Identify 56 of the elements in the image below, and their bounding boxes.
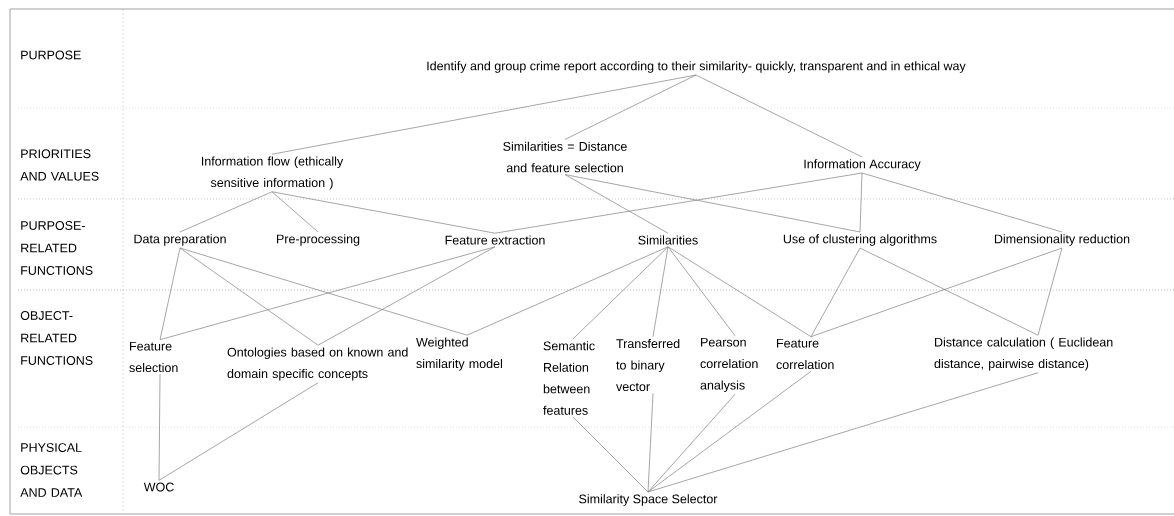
connector-line — [317, 246, 496, 346]
connector-line — [466, 246, 669, 336]
connector-line — [271, 191, 496, 234]
connector-line — [667, 246, 736, 337]
node-text: Weighted similarity model — [416, 337, 502, 371]
node-text: Distance calculation ( Euclidean distance, pairwise distance) — [934, 337, 1113, 371]
connector-line — [179, 247, 319, 346]
node-text: Pearson correlation analysis — [700, 337, 758, 393]
node-text: Information flow (ethically sensitive information ) — [201, 156, 344, 190]
row-label: PHYSICAL OBJECTS AND DATA — [20, 443, 83, 497]
node-text: Dimensionality reduction — [994, 234, 1130, 246]
connector-line — [810, 247, 1063, 338]
node-text: Feature selection — [129, 341, 178, 373]
connector-line — [572, 416, 649, 493]
connector-line — [159, 247, 181, 341]
row-label: OBJECT-RELATED FUNCTIONS — [20, 311, 93, 365]
node-text: Pre-processing — [277, 234, 360, 246]
connector-line — [158, 373, 161, 481]
connector-line — [859, 172, 863, 233]
connector-line — [179, 247, 468, 336]
connector-line — [271, 74, 697, 155]
connector-line — [158, 382, 319, 481]
connector-line — [667, 246, 812, 338]
node-text: Semantic Relation between features — [543, 341, 595, 415]
node-text: Similarities = Distance and feature selection — [503, 141, 627, 173]
connector-line — [271, 191, 319, 233]
row-label: PRIORITIES AND VALUES — [20, 149, 99, 181]
connector-line — [859, 247, 1039, 336]
connector-line — [861, 172, 1063, 233]
connector-line — [810, 247, 861, 338]
connector-line — [1037, 247, 1063, 336]
node-text: Similarities — [638, 235, 698, 245]
node-text: Feature correlation — [776, 338, 834, 370]
connector-line — [647, 393, 736, 493]
connector-line — [179, 191, 273, 233]
node-text: Similarity Space Selector — [579, 494, 718, 506]
connector-line — [647, 392, 654, 493]
connector-line — [647, 372, 1039, 493]
connector-line — [564, 174, 861, 233]
row-label: PURPOSE — [21, 50, 81, 60]
connector-line — [695, 74, 863, 158]
connector-line — [647, 370, 812, 493]
connector-line — [652, 246, 669, 338]
row-label: PURPOSE-RELATED FUNCTIONS — [21, 221, 93, 275]
connector-line — [564, 74, 697, 140]
connector-line — [564, 174, 669, 234]
node-text: Information Accuracy — [804, 159, 921, 171]
connector-line — [572, 246, 669, 340]
node-text: Feature extraction — [445, 235, 545, 245]
node-text: Data preparation — [134, 234, 226, 246]
connector-line — [494, 172, 863, 234]
node-text: Ontologies based on known and domain specific concepts — [227, 347, 408, 381]
node-text: Identify and group crime report according to their similarity- quickly, transparent and in ethical way — [427, 61, 966, 73]
node-text: WOC — [143, 482, 174, 492]
node-text: Transferred to binary vector — [616, 338, 680, 392]
node-text: Use of clustering algorithms — [783, 234, 937, 246]
